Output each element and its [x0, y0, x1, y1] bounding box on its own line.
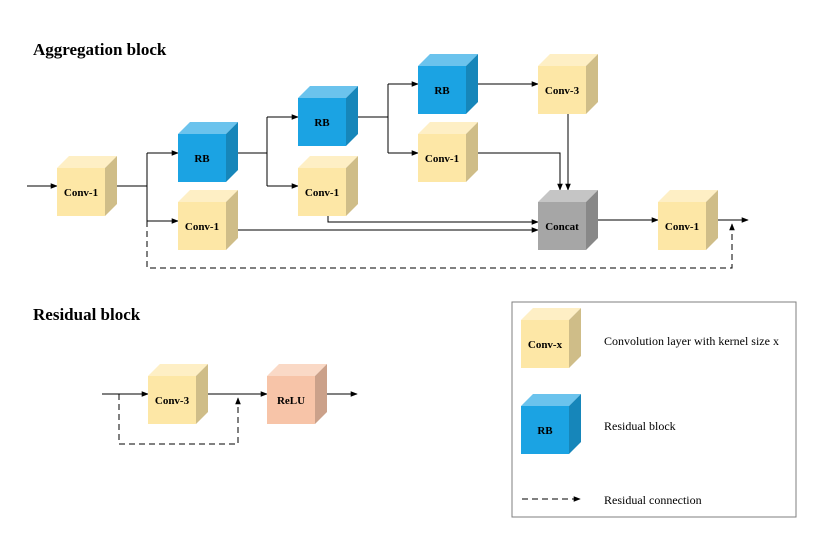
conv1-upper-block-front — [418, 134, 466, 182]
residual-relu-block-front — [267, 376, 315, 424]
conv3-top-block-top — [538, 54, 598, 66]
rb1-block-front — [178, 134, 226, 182]
conv1-upper-block-side — [466, 122, 478, 182]
conv3-top-block: Conv-3 — [538, 54, 598, 114]
residual-relu-block-side — [315, 364, 327, 424]
conv1-lower-block-side — [226, 190, 238, 250]
conv1-lower-block-label: Conv-1 — [185, 221, 219, 233]
legend-box — [511, 301, 797, 518]
concat-block-front — [538, 202, 586, 250]
conv1-upper-block: Conv-1 — [418, 122, 478, 182]
legend-rb-block: RB — [521, 394, 581, 454]
concat-block-side — [586, 190, 598, 250]
rb1-block-label: RB — [194, 153, 210, 165]
residual-conv3-block: Conv-3 — [148, 364, 208, 424]
legend-conv-block-front — [521, 320, 569, 368]
residual-conv3-block-top — [148, 364, 208, 376]
rb2-block: RB — [298, 86, 358, 146]
rb3-block: RB — [418, 54, 478, 114]
conv-in-block-front — [57, 168, 105, 216]
conv1-mid-block: Conv-1 — [298, 156, 358, 216]
conv-in-block: Conv-1 — [57, 156, 117, 216]
residual-conv3-block-label: Conv-3 — [155, 395, 190, 407]
conv1-upper-block-label: Conv-1 — [425, 153, 459, 165]
conv1-mid-to-concat — [327, 216, 539, 225]
legend-conv-block-top — [521, 308, 581, 320]
legend-conv-description: Convolution layer with kernel size x — [604, 334, 779, 348]
residual-skip-connection — [118, 394, 241, 445]
residual-conv3-block-side — [196, 364, 208, 424]
conv-out-block-front — [658, 202, 706, 250]
legend-rb-block-front — [521, 406, 569, 454]
rb3-block-side — [466, 54, 478, 114]
rb2-block-top — [298, 86, 358, 98]
aggregation-block-title: Aggregation block — [33, 40, 167, 59]
connections — [27, 81, 749, 502]
conv-in-block-top — [57, 156, 117, 168]
conv-out-block: Conv-1 — [658, 190, 718, 250]
concat-block: Concat — [538, 190, 598, 250]
legend-rb-description: Residual block — [604, 419, 676, 433]
residual-relu-block-top — [267, 364, 327, 376]
conv-in-block-label: Conv-1 — [64, 187, 98, 199]
conv1-lower-block-top — [178, 190, 238, 202]
conv3-top-block-front — [538, 66, 586, 114]
legend-rb-block-top — [521, 394, 581, 406]
concat-block-label: Concat — [545, 221, 579, 233]
residual-conv3-block-front — [148, 376, 196, 424]
conv1-mid-block-label: Conv-1 — [305, 187, 339, 199]
rb3-block-top — [418, 54, 478, 66]
rb1-block-side — [226, 122, 238, 182]
conv1-lower-block: Conv-1 — [178, 190, 238, 250]
concat-block-top — [538, 190, 598, 202]
legend-dashed-description: Residual connection — [604, 493, 702, 507]
conv3-top-block-side — [586, 54, 598, 114]
legend-rb-block-label: RB — [537, 425, 553, 437]
residual-relu-block-label: ReLU — [277, 395, 305, 407]
aggregation-residual-connection — [146, 221, 735, 269]
residual-relu-block: ReLU — [267, 364, 327, 424]
legend-rb-block-side — [569, 394, 581, 454]
legend-conv-block: Conv-x — [521, 308, 581, 368]
conv1-mid-block-top — [298, 156, 358, 168]
rb2-block-front — [298, 98, 346, 146]
residual-block-title: Residual block — [33, 305, 141, 324]
conv1-upper-block-top — [418, 122, 478, 134]
rb3-block-label: RB — [434, 85, 450, 97]
conv3-top-block-label: Conv-3 — [545, 85, 580, 97]
conv-out-block-side — [706, 190, 718, 250]
conv-in-block-side — [105, 156, 117, 216]
conv1-lower-block-front — [178, 202, 226, 250]
legend-conv-block-side — [569, 308, 581, 368]
conv-out-block-top — [658, 190, 718, 202]
conv1-upper-to-concat — [478, 152, 563, 191]
conv-out-block-label: Conv-1 — [665, 221, 699, 233]
rb1-block: RB — [178, 122, 238, 182]
conv1-mid-block-side — [346, 156, 358, 216]
rb2-block-label: RB — [314, 117, 330, 129]
rb1-block-top — [178, 122, 238, 134]
legend-conv-block-label: Conv-x — [528, 339, 563, 351]
conv1-mid-block-front — [298, 168, 346, 216]
rb2-block-side — [346, 86, 358, 146]
rb3-block-front — [418, 66, 466, 114]
